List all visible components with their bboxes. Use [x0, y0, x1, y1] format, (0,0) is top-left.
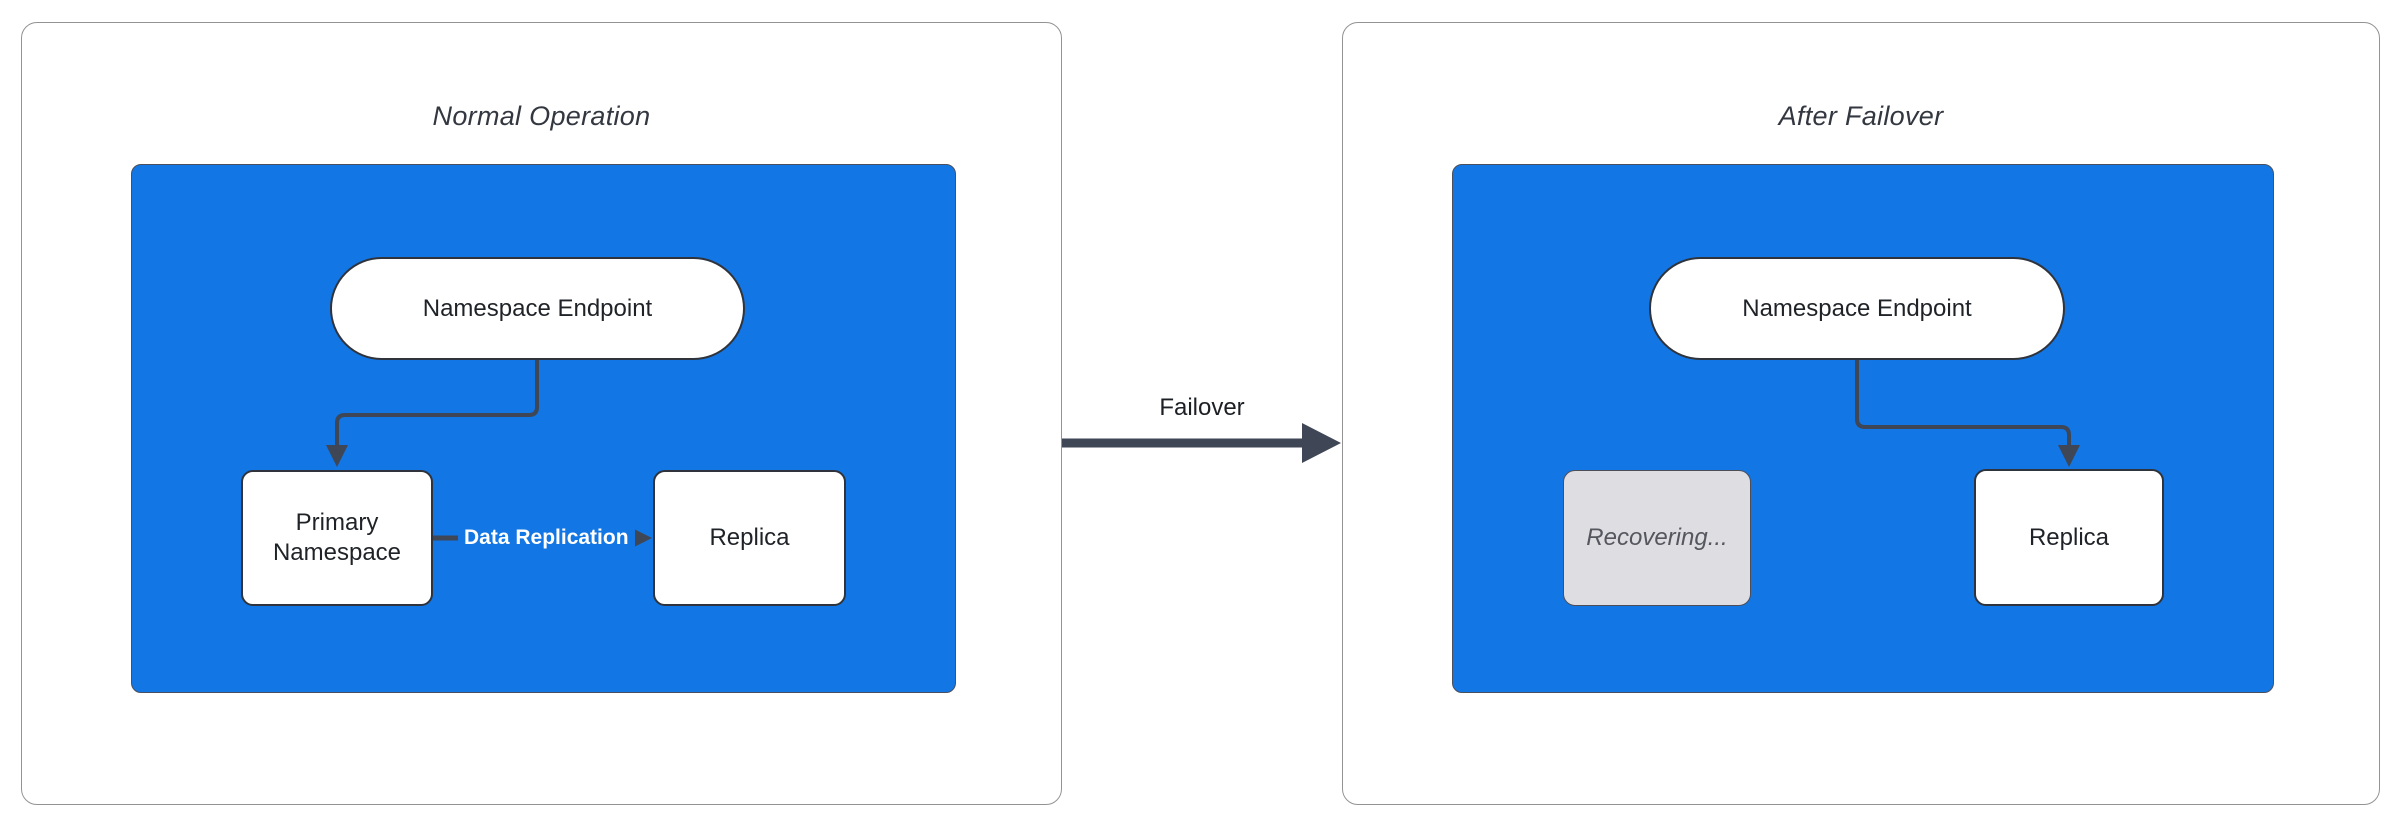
- node-primary-namespace: Primary Namespace: [241, 470, 433, 606]
- arrowhead-down-icon: [326, 445, 348, 467]
- panel-normal-operation: Normal Operation Namespace Endpoint Prim…: [21, 22, 1062, 805]
- failover-arrow: [1062, 423, 1341, 463]
- node-namespace-endpoint-right: Namespace Endpoint: [1649, 257, 2065, 360]
- arrowhead-down-icon: [2058, 445, 2080, 467]
- cluster-normal: Namespace Endpoint Primary Namespace Rep…: [131, 164, 956, 693]
- panel-title-after-failover: After Failover: [1778, 101, 1944, 131]
- node-replica-right-label: Replica: [2028, 523, 2110, 551]
- failover-arrowhead-icon: [1302, 423, 1341, 463]
- cluster-after-failover: Namespace Endpoint Recovering... Replica: [1452, 164, 2274, 693]
- panel-title-normal-operation: Normal Operation: [432, 101, 651, 131]
- node-replica-left: Replica: [653, 470, 846, 606]
- node-namespace-endpoint: Namespace Endpoint: [330, 257, 745, 360]
- node-recovering-label: Recovering...: [1586, 524, 1728, 551]
- node-replica-right: Replica: [1974, 469, 2164, 606]
- node-namespace-endpoint-label: Namespace Endpoint: [422, 294, 653, 322]
- node-primary-namespace-label: Primary Namespace: [272, 509, 402, 566]
- edges-normal: [326, 360, 652, 549]
- edges-after-failover: [1855, 360, 2080, 467]
- node-recovering: Recovering...: [1563, 470, 1751, 606]
- node-namespace-endpoint-right-label: Namespace Endpoint: [1742, 294, 1972, 322]
- edge-label-data-replication: Data Replication: [458, 523, 635, 553]
- panel-after-failover: After Failover Namespace Endpoint Recove…: [1342, 22, 2380, 805]
- failover-label: Failover: [1159, 394, 1245, 421]
- node-replica-left-label: Replica: [709, 524, 790, 551]
